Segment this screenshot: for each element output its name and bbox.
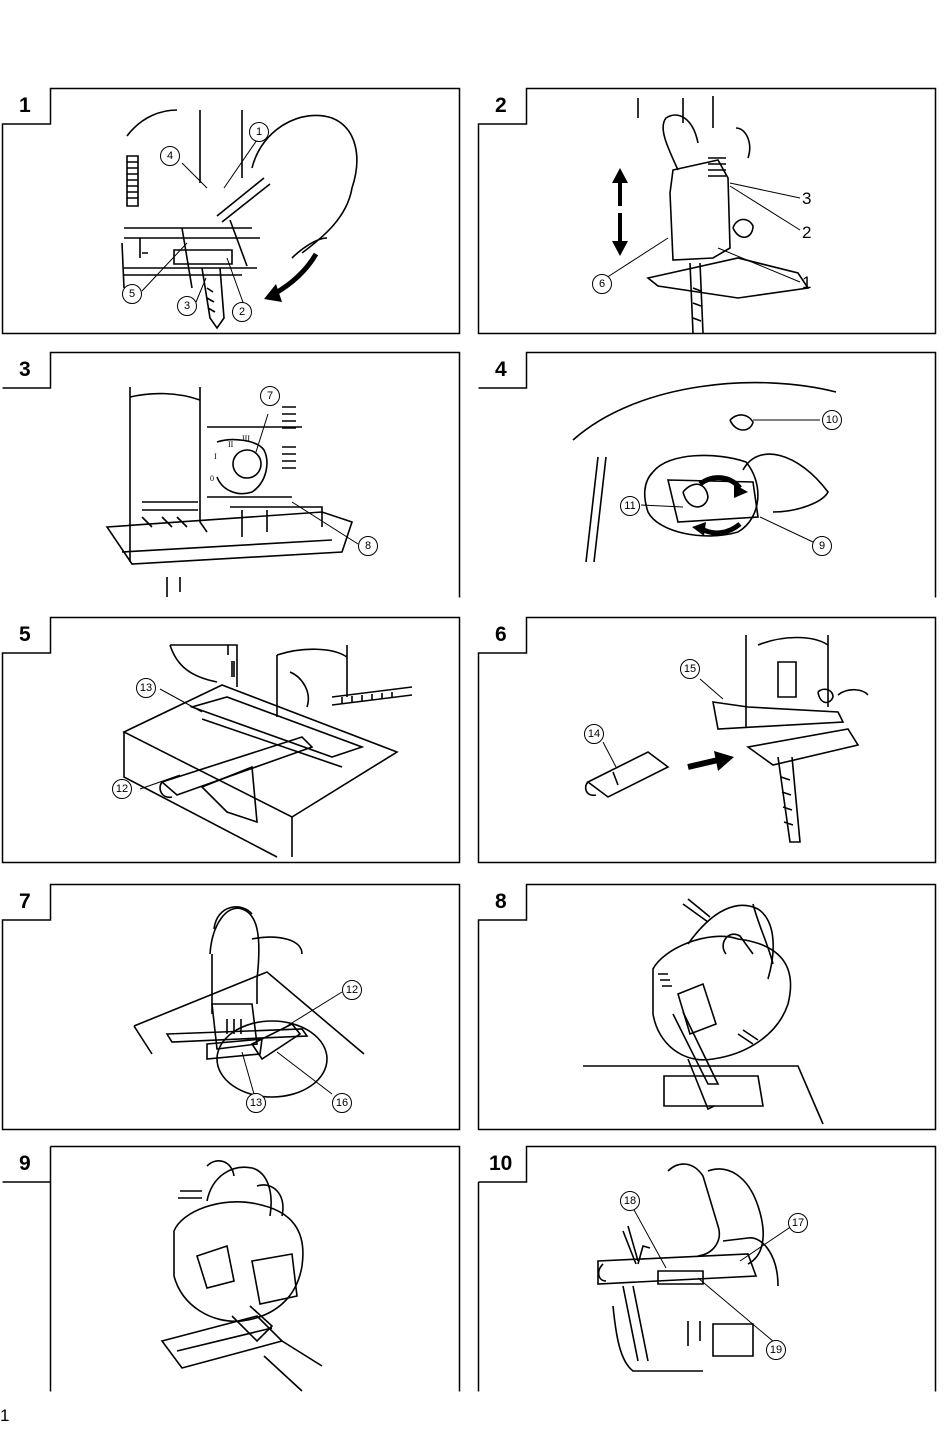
figure-10-frame xyxy=(477,1145,937,1392)
figure-4: 4 10 11 9 xyxy=(478,351,937,598)
callout-12: 12 xyxy=(112,779,132,799)
figure-number: 6 xyxy=(495,623,507,646)
figure-number: 3 xyxy=(19,358,31,381)
page-number: 1 xyxy=(0,1406,10,1425)
figure-number: 10 xyxy=(489,1152,513,1175)
callout-13: 13 xyxy=(246,1093,266,1113)
callout-1: 1 xyxy=(802,273,812,292)
figure-3: 3 I II III 0 7 8 xyxy=(2,351,461,598)
figure-10: 10 17 18 19 xyxy=(477,1145,937,1392)
callout-14: 14 xyxy=(584,724,604,744)
callout-11: 11 xyxy=(620,496,640,516)
callout-5: 5 xyxy=(122,284,142,304)
callout-9: 9 xyxy=(812,536,832,556)
callout-12: 12 xyxy=(342,980,362,1000)
callout-18: 18 xyxy=(620,1191,640,1211)
figure-1-illustration xyxy=(121,109,358,330)
figure-8: 8 xyxy=(477,883,937,1131)
dial-label: II xyxy=(228,440,234,449)
figure-1: 1 1 2 3 4 5 xyxy=(1,87,461,335)
callout-7: 7 xyxy=(260,386,280,406)
figure-7-frame xyxy=(1,883,461,1131)
callout-2: 2 xyxy=(802,223,812,242)
figure-number: 7 xyxy=(19,890,31,913)
callout-16: 16 xyxy=(332,1093,352,1113)
figure-number: 1 xyxy=(19,94,31,117)
callout-8: 8 xyxy=(358,536,378,556)
callout-17: 17 xyxy=(788,1213,808,1233)
figure-6-frame xyxy=(477,616,937,864)
dial-label: I xyxy=(214,452,217,461)
callout-6: 6 xyxy=(592,274,612,294)
figure-number: 8 xyxy=(495,890,507,913)
callout-19: 19 xyxy=(766,1340,786,1360)
figure-9-frame xyxy=(2,1145,461,1392)
figure-2-frame xyxy=(477,87,937,335)
figure-number: 5 xyxy=(19,623,31,646)
callout-15: 15 xyxy=(680,659,700,679)
figure-8-frame xyxy=(477,883,937,1131)
figure-number: 9 xyxy=(19,1152,31,1175)
figure-6: 6 15 14 xyxy=(477,616,937,864)
callout-13: 13 xyxy=(136,678,156,698)
callout-3: 3 xyxy=(802,189,812,208)
figure-4-frame xyxy=(478,351,937,598)
figure-2: 2 3 2 1 6 xyxy=(477,87,937,335)
callout-2: 2 xyxy=(232,302,252,322)
figure-9: 9 xyxy=(2,1145,461,1392)
figure-number: 2 xyxy=(495,94,507,117)
figure-5: 5 13 12 xyxy=(1,616,461,864)
figure-3-frame xyxy=(2,351,461,598)
callout-1: 1 xyxy=(249,122,269,142)
callout-4: 4 xyxy=(160,146,180,166)
figure-7: 7 12 13 16 xyxy=(1,883,461,1131)
dial-label: III xyxy=(242,434,250,443)
figure-1-frame xyxy=(1,87,461,335)
callout-10: 10 xyxy=(822,410,842,430)
figure-5-frame xyxy=(1,616,461,864)
figure-number: 4 xyxy=(495,358,507,381)
dial-label: 0 xyxy=(210,474,214,483)
callout-3: 3 xyxy=(177,296,197,316)
